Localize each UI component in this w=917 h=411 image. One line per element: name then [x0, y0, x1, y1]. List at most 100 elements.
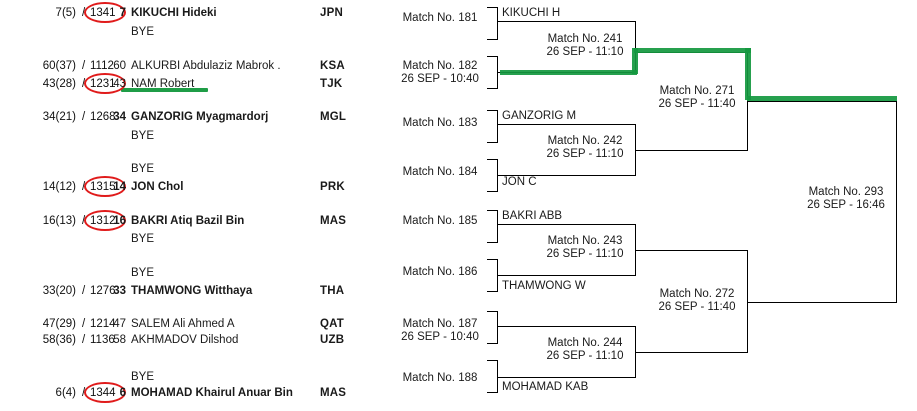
entry-rank: 43(28): [42, 78, 76, 90]
entry-rank: 60(37): [42, 60, 76, 72]
round3-match-time: 26 SEP - 11:40: [658, 301, 736, 313]
entry-player-name: SALEM Ali Ahmed A: [131, 318, 235, 330]
entry-nationality: MAS: [320, 215, 347, 227]
entry-points: 1136: [90, 334, 115, 346]
entry-player-name: MOHAMAD Khairul Anuar Bin: [131, 387, 293, 399]
entry-player-name: BYE: [131, 267, 155, 279]
round2-winner-name: THAMWONG W: [502, 280, 586, 292]
round1-match-time: 26 SEP - 10:40: [401, 331, 479, 343]
entry-rank-separator: /: [82, 318, 86, 330]
entry-player-name: AKHMADOV Dilshod: [131, 334, 239, 346]
entry-rank-separator: /: [82, 387, 86, 399]
round1-match-id[interactable]: Match No. 182: [402, 60, 478, 72]
entry-seed-number: 47: [113, 318, 126, 330]
entry-rank: 6(4): [55, 387, 76, 399]
round2-match-time: 26 SEP - 11:10: [546, 148, 624, 160]
entry-nationality: THA: [320, 285, 345, 297]
entry-rank-separator: /: [82, 181, 86, 193]
entry-rank-separator: /: [82, 60, 86, 72]
entry-player-name: BAKRI Atiq Bazil Bin: [131, 215, 245, 227]
entry-player-name: BYE: [131, 371, 155, 383]
highlight-segment-vertical-271: [745, 48, 751, 100]
round4-match-id[interactable]: Match No. 293: [808, 186, 884, 198]
round2-winner-name: MOHAMAD KAB: [502, 381, 589, 393]
entry-seed-number: 60: [113, 60, 126, 72]
highlight-segment-r1-to-r2: [500, 70, 637, 75]
entry-rank: 58(36): [42, 334, 76, 346]
entry-rank: 7(5): [55, 7, 76, 19]
entry-player-name: BYE: [131, 233, 155, 245]
round1-match-time: 26 SEP - 10:40: [401, 73, 479, 85]
round2-match-time: 26 SEP - 11:10: [546, 248, 624, 260]
round2-winner-name: KIKUCHI H: [502, 7, 561, 19]
entry-seed-number: 33: [113, 285, 126, 297]
round2-match-id[interactable]: Match No. 244: [547, 337, 623, 349]
entry-nationality: JPN: [320, 7, 343, 19]
entry-nationality: QAT: [320, 318, 345, 330]
entry-rank-separator: /: [82, 111, 86, 123]
entry-rank: 14(12): [42, 181, 76, 193]
entry-points-circle-annotation: [84, 73, 126, 94]
highlight-segment-r3-to-r4: [747, 96, 897, 101]
entry-points: 1214: [90, 318, 116, 330]
entry-rank-separator: /: [82, 334, 86, 346]
entry-player-name: BYE: [131, 130, 155, 142]
round1-match-id[interactable]: Match No. 186: [402, 266, 478, 278]
entry-seed-number: 7: [119, 7, 126, 19]
entry-nationality: TJK: [320, 78, 343, 90]
round2-match-id[interactable]: Match No. 241: [547, 33, 623, 45]
entry-rank: 16(13): [42, 215, 76, 227]
highlight-segment-vertical-241: [632, 48, 638, 74]
entry-player-name: BYE: [131, 163, 155, 175]
entry-points-circle-annotation: [84, 176, 126, 197]
entry-rank-separator: /: [82, 7, 86, 19]
entry-player-name: KIKUCHI Hideki: [131, 7, 217, 19]
entry-player-name: ALKURBI Abdulaziz Mabrok .: [131, 60, 281, 72]
round1-match-id[interactable]: Match No. 185: [402, 215, 478, 227]
entry-nationality: UZB: [320, 334, 345, 346]
round1-match-id[interactable]: Match No. 183: [402, 117, 478, 129]
round1-match-id[interactable]: Match No. 188: [402, 372, 478, 384]
round2-winner-name: JON C: [502, 176, 537, 188]
round1-match-id[interactable]: Match No. 181: [402, 12, 478, 24]
entry-player-name: BYE: [131, 26, 155, 38]
entry-nationality: PRK: [320, 181, 345, 193]
entry-player-name: JON Chol: [131, 181, 184, 193]
entry-player-name: NAM Robert: [131, 78, 195, 90]
round2-match-id[interactable]: Match No. 243: [547, 235, 623, 247]
entry-points-circle-annotation: [84, 382, 126, 403]
entry-seed-number: 6: [119, 387, 126, 399]
round2-match-time: 26 SEP - 11:10: [546, 350, 624, 362]
entry-nationality: MGL: [320, 111, 347, 123]
round3-match-time: 26 SEP - 11:40: [658, 98, 736, 110]
entry-seed-number: 58: [113, 334, 126, 346]
entry-player-name: THAMWONG Witthaya: [131, 285, 253, 297]
round4-match-time: 26 SEP - 16:46: [807, 199, 885, 211]
round3-match-id[interactable]: Match No. 271: [659, 85, 735, 97]
round3-match-id[interactable]: Match No. 272: [659, 288, 735, 300]
entry-seed-number: 43: [113, 78, 126, 90]
entry-nationality: KSA: [320, 60, 345, 72]
entry-player-name: GANZORIG Myagmardorj: [131, 111, 269, 123]
entry-points: 1276: [90, 285, 116, 297]
entry-points-circle-annotation: [84, 2, 126, 23]
highlight-underline-nam-robert: [121, 88, 208, 92]
entry-rank: 33(20): [42, 285, 76, 297]
entry-points: 1112: [90, 60, 114, 72]
round2-match-id[interactable]: Match No. 242: [547, 135, 623, 147]
entry-rank-separator: /: [82, 285, 86, 297]
round2-winner-name: BAKRI ABB: [502, 210, 563, 222]
round1-match-id[interactable]: Match No. 187: [402, 318, 478, 330]
entry-seed-number: 34: [113, 111, 126, 123]
entry-rank: 47(29): [42, 318, 76, 330]
entry-rank-separator: /: [82, 78, 86, 90]
entry-points-circle-annotation: [84, 210, 126, 231]
entry-nationality: MAS: [320, 387, 347, 399]
entry-rank-separator: /: [82, 215, 86, 227]
entry-points: 1268: [90, 111, 116, 123]
round1-match-id[interactable]: Match No. 184: [402, 166, 478, 178]
round2-winner-name: GANZORIG M: [502, 110, 577, 122]
highlight-segment-r2-to-r3: [634, 48, 751, 53]
entry-seed-number: 14: [113, 181, 126, 193]
